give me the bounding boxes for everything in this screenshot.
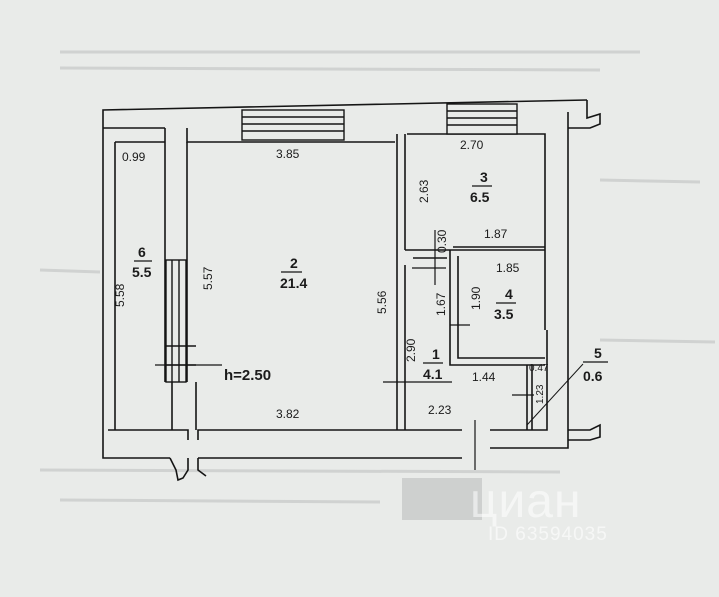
dim-room6-length: 5.58: [113, 283, 127, 307]
room-labels: 6 5.5 2 21.4 3 6.5 4 3.5 1 4.1 5 0.6: [132, 169, 608, 426]
room-area: 4.1: [423, 366, 443, 382]
dim-room6-width: 0.99: [122, 150, 146, 164]
windows: [165, 103, 518, 383]
dim-room4-top-inner: 1.85: [496, 261, 520, 275]
room-number: 6: [138, 244, 146, 260]
dim-room2-left: 5.57: [201, 266, 215, 290]
dim-room5-small: 0.47: [529, 363, 549, 374]
dim-room2-top: 3.85: [276, 147, 300, 161]
watermark-blur-box: [402, 478, 482, 520]
dim-room4-top-outer: 1.87: [484, 227, 508, 241]
background-texture: [39, 50, 716, 504]
room-area: 0.6: [583, 368, 603, 384]
dim-room5-side: 1.23: [535, 384, 546, 404]
room-number: 1: [432, 346, 440, 362]
room-area: 5.5: [132, 264, 152, 280]
dimension-labels: 0.99 5.58 3.85 3.82 5.57 5.56 2.70 2.63 …: [113, 138, 549, 421]
room-area: 21.4: [280, 275, 307, 291]
dimension-ticks: [155, 230, 534, 470]
room-area: 6.5: [470, 189, 490, 205]
dim-room1-bottom: 2.23: [428, 403, 452, 417]
watermark-logo: циан: [470, 475, 582, 528]
dim-room3-top: 2.70: [460, 138, 484, 152]
room-number: 4: [505, 286, 513, 302]
dim-room2-right: 5.56: [375, 290, 389, 314]
room-number: 2: [290, 255, 298, 271]
room-area: 3.5: [494, 306, 514, 322]
ceiling-height-label: h=2.50: [224, 367, 271, 384]
dim-room4-side-left: 1.67: [434, 292, 448, 316]
room-number: 5: [594, 345, 602, 361]
watermark-id: ID 63594035: [488, 524, 608, 545]
dim-room1-side: 2.90: [404, 338, 418, 362]
dim-wall-gap: 0.30: [435, 229, 449, 253]
dim-room4-side-right: 1.90: [469, 286, 483, 310]
room-number: 3: [480, 169, 488, 185]
dim-room3-side: 2.63: [417, 179, 431, 203]
dim-room1-mid: 1.44: [472, 370, 496, 384]
dim-room2-bottom: 3.82: [276, 407, 300, 421]
